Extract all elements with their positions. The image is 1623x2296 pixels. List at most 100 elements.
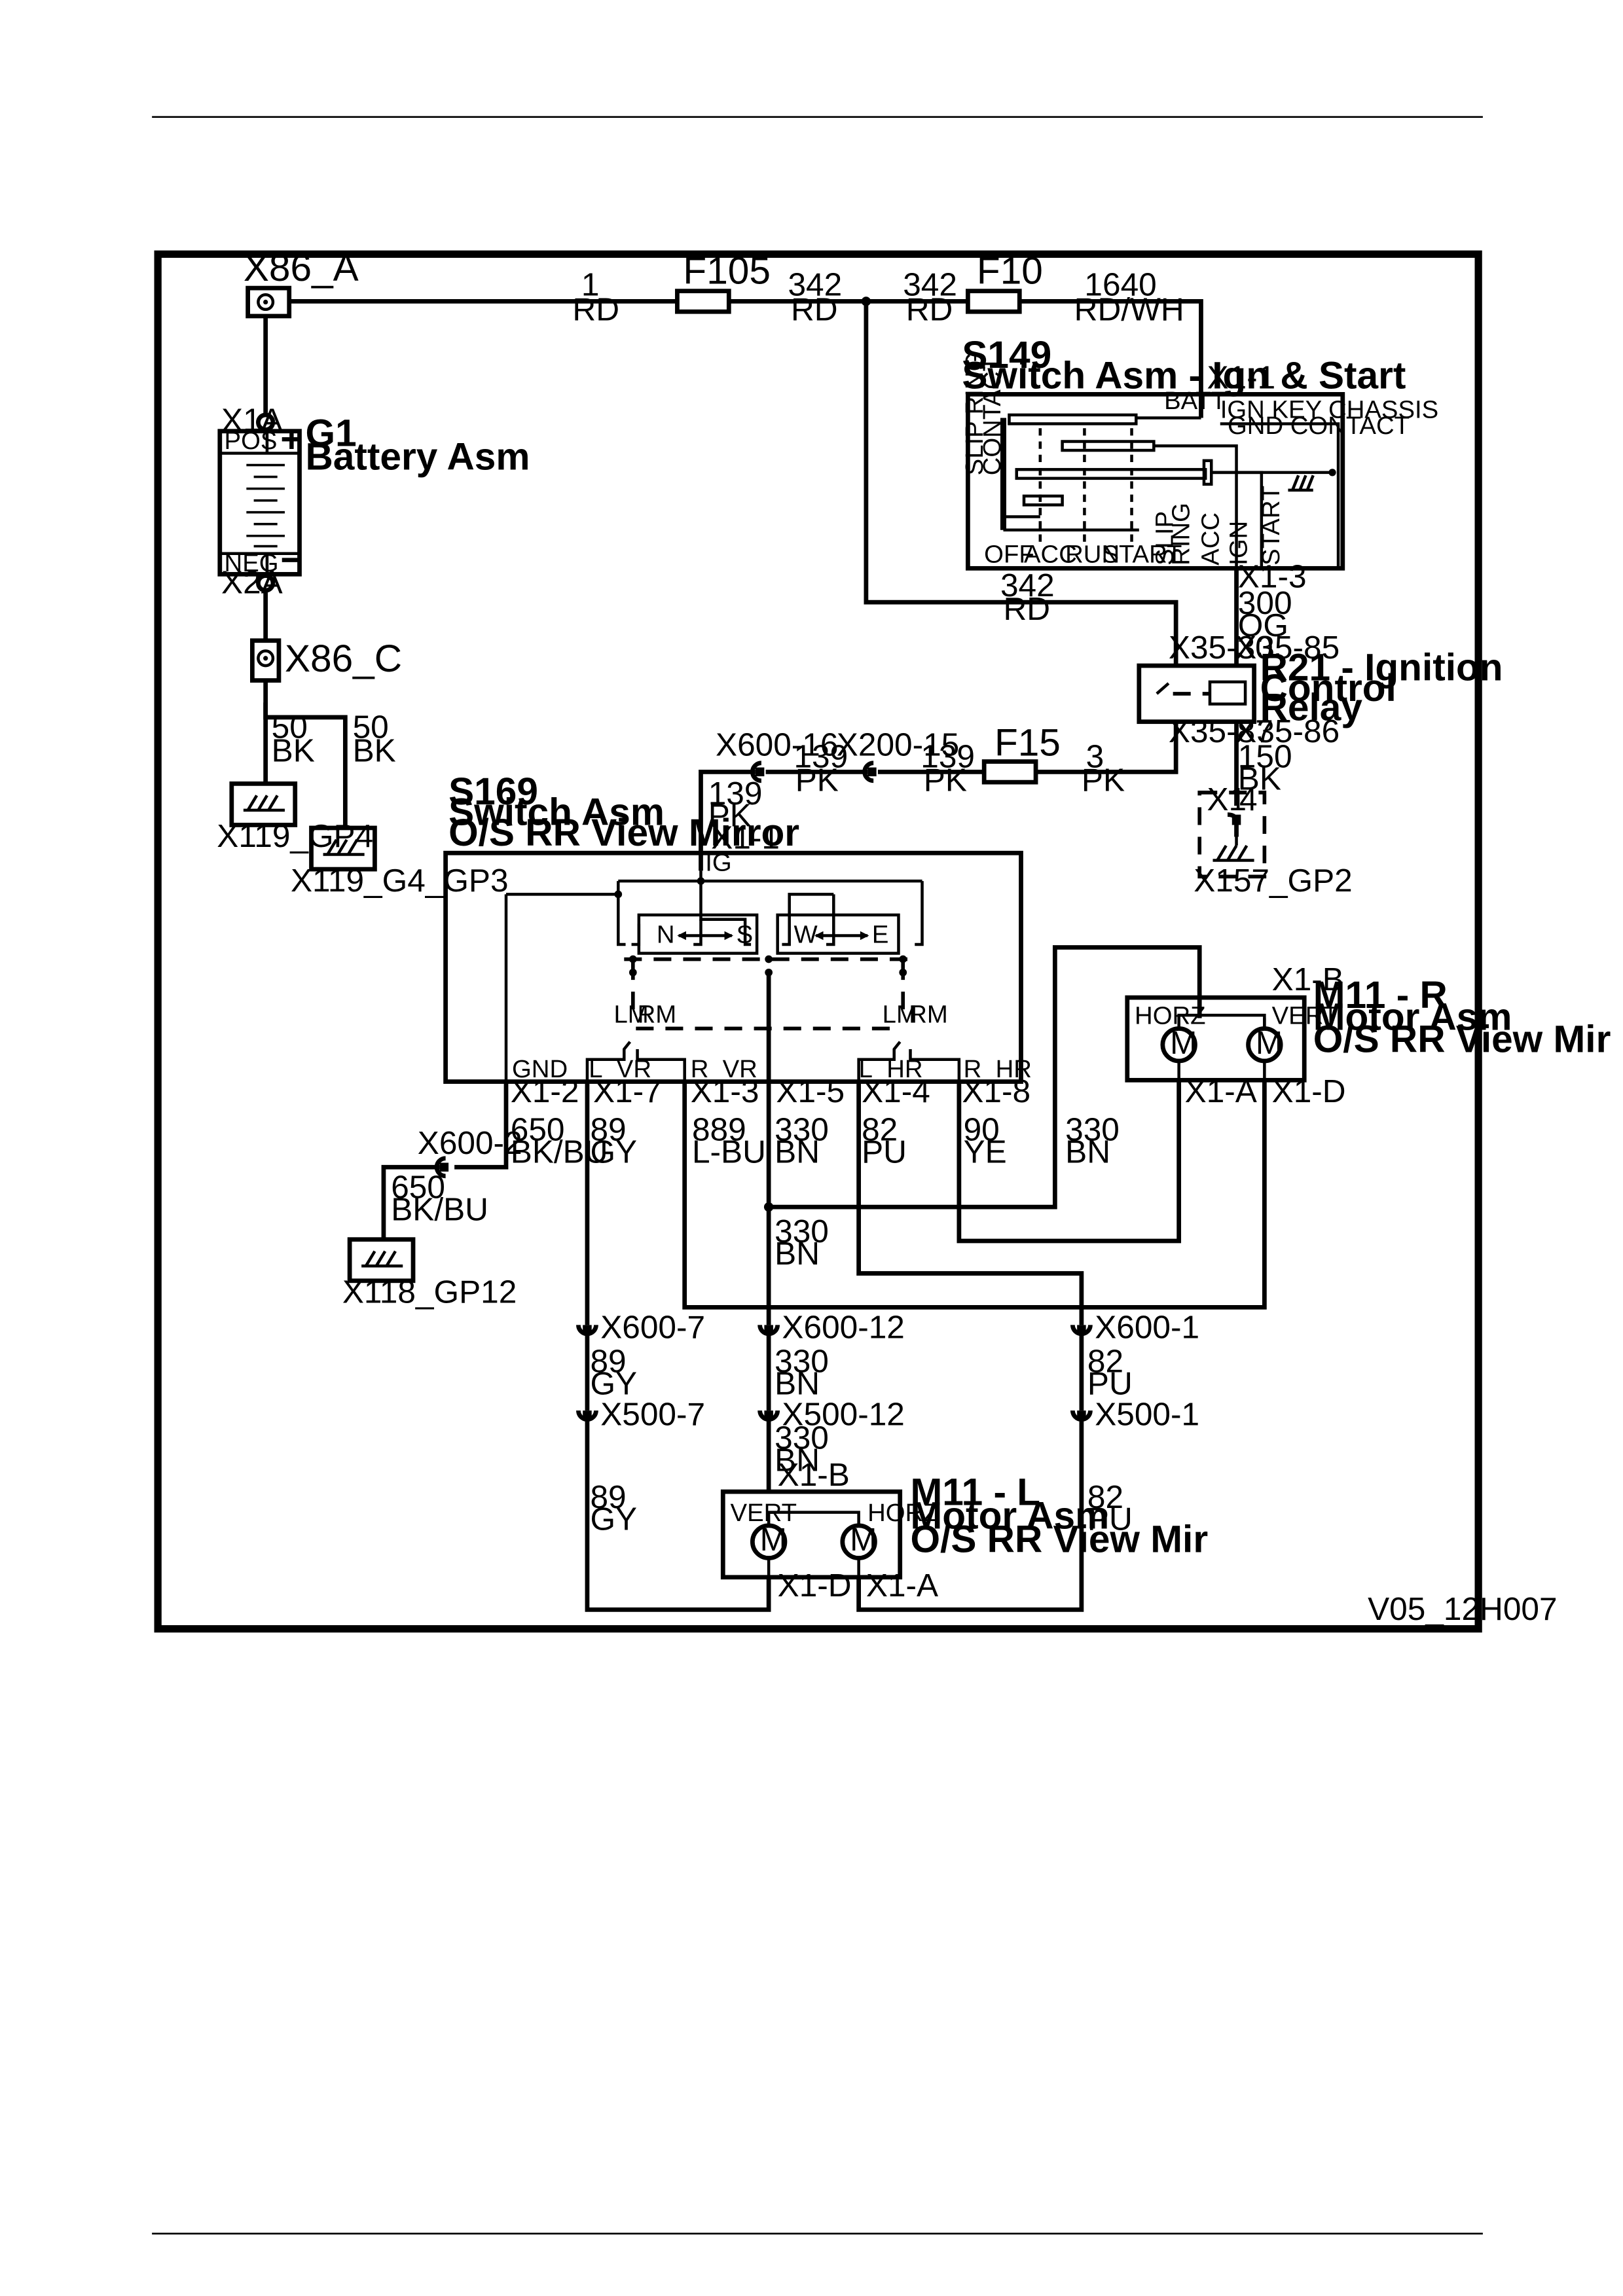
diagram-label: ACC <box>1197 512 1225 565</box>
diagram-label: X1-3 <box>1238 558 1307 595</box>
diagram-label: BATT <box>1164 387 1226 415</box>
diagram-label: RM <box>638 1000 677 1028</box>
diagram-label: M <box>760 1521 787 1558</box>
diagram-label: X600-1 <box>1095 1309 1199 1346</box>
connector-x600-12 <box>757 1325 780 1336</box>
diagram-label: 3 <box>1086 738 1104 775</box>
diagram-label: BN <box>775 1235 820 1272</box>
connector-x500-7 <box>576 1410 598 1422</box>
diagram-label: 82 <box>862 1111 898 1148</box>
diagram-label: RD <box>1003 590 1050 627</box>
diagram-label: POS <box>225 427 278 455</box>
diagram-label: 139 <box>708 775 763 812</box>
diagram-label: SLIP <box>1151 511 1179 565</box>
diagram-label: X500-1 <box>1095 1396 1199 1433</box>
diagram-label: R_VR <box>691 1055 757 1083</box>
diagram-label: RUN <box>1065 540 1120 568</box>
ignition-switch-contacts <box>1000 413 1340 567</box>
diagram-label: PK <box>1082 762 1125 798</box>
diagram-label: X1-D <box>778 1567 852 1604</box>
diagram-label: PU <box>862 1134 907 1170</box>
diagram-label: NEG <box>225 549 279 577</box>
motor-m11-r <box>1125 995 1307 1083</box>
diagram-label: X1-4 <box>862 1073 930 1109</box>
x86c-stud-icon <box>257 649 275 668</box>
ground-x118-gp12-label: X118_GP12 <box>342 1274 517 1310</box>
diagram-label: M <box>850 1521 877 1558</box>
diagram-label: 342 <box>1000 567 1055 603</box>
diagram-label: X1-3 <box>691 1073 759 1109</box>
diagram-label: 889 <box>692 1111 746 1148</box>
fuse-f15-label: F15 <box>994 722 1061 764</box>
diagram-label: 89 <box>590 1479 626 1515</box>
ignition-switch-s149 <box>966 392 1345 571</box>
x86a-label: X86_A <box>244 247 359 289</box>
relay-r21-l2: Control <box>1260 667 1396 709</box>
diagram-label: 330 <box>775 1213 829 1249</box>
diagram-label: X1-8 <box>962 1073 1030 1109</box>
diagram-label: GY <box>590 1501 637 1537</box>
diagram-label: X35-86 <box>1235 713 1340 749</box>
diagram-label: RM <box>909 1000 948 1028</box>
diagram-label: PK <box>708 797 752 834</box>
battery-id: G1 <box>306 412 357 454</box>
fuse-f10 <box>966 289 1022 314</box>
diagram-label: IGN <box>1224 521 1252 565</box>
diagram-label: 330 <box>775 1343 829 1380</box>
diagram-label: 1640 <box>1084 266 1156 302</box>
diagram-label: RD <box>791 291 838 328</box>
ground-x119-gp4-label: X119_GP4 <box>217 817 373 854</box>
diagram-label: START <box>1102 540 1182 568</box>
m11l-l2: Motor Asm <box>910 1494 1109 1537</box>
fuse-f10-label: F10 <box>977 249 1043 292</box>
ground-x119-g4-gp3-label: X119_G4_GP3 <box>291 862 509 899</box>
diagram-label: X1 <box>1207 781 1247 817</box>
diagram-label: GY <box>590 1134 637 1170</box>
diagram-label: 89 <box>590 1343 626 1380</box>
s169-l2: O/S RR View Mirror <box>448 812 799 854</box>
diagram-label: PK <box>795 762 839 798</box>
s169-id: S169 <box>448 770 538 813</box>
diagram-label: 89 <box>590 1111 626 1148</box>
diagram-label: X1-1 <box>1207 359 1275 395</box>
diagram-label: 50 <box>353 708 389 745</box>
diagram-label: PK <box>924 762 967 798</box>
diagram-label: SLIP RING <box>960 352 989 476</box>
diagram-label: OG <box>1238 607 1288 643</box>
diagram-label: PU <box>1087 1365 1133 1401</box>
diagram-label: X1-1 <box>711 819 780 856</box>
diagram-label: GND <box>512 1055 568 1083</box>
diagram-label: 650 <box>511 1111 565 1148</box>
diagram-label: L_HR <box>859 1055 923 1083</box>
diagram-label: IG <box>705 848 731 876</box>
diagram-id: V05_12H007 <box>1368 1590 1557 1627</box>
diagram-label: BK/BU <box>511 1134 608 1170</box>
connector-x600-7 <box>576 1325 598 1336</box>
diagram-label: L_VR <box>589 1055 651 1083</box>
diagram-label: 50 <box>272 708 308 745</box>
diagram-label: 1 <box>581 266 600 302</box>
diagram-label: 90 <box>964 1111 1000 1148</box>
connector-x500-1 <box>1070 1410 1093 1422</box>
diagram-label: L-BU <box>692 1134 766 1170</box>
s149-id: S149 <box>962 334 1051 376</box>
x2a-label: X2A <box>221 564 283 601</box>
fuse-f105-label: F105 <box>683 249 771 292</box>
m11r-l2: Motor Asm <box>1313 996 1512 1039</box>
diagram-label: VERT <box>1272 1002 1338 1030</box>
diagram-label: − <box>280 539 302 581</box>
diagram-label: X600-2 <box>418 1124 522 1161</box>
diagram-label: LM <box>883 1000 917 1028</box>
diagram-label: 342 <box>788 266 842 302</box>
relay-r21 <box>1137 663 1256 725</box>
diagram-label: 300 <box>1238 584 1292 621</box>
diagram-label: LM <box>614 1000 649 1028</box>
diagram-label: BK/BU <box>391 1191 488 1227</box>
ground-x157-gp2-label: X157_GP2 <box>1194 862 1353 899</box>
diagram-label: X1-B <box>778 1456 850 1493</box>
relay-coil-icon <box>1208 680 1247 706</box>
ground-x157-gp2-box <box>1197 791 1267 879</box>
diagram-label: 139 <box>921 738 975 775</box>
m11l-l3: O/S RR View Mir <box>910 1518 1208 1560</box>
relay-r21-l3: Relay <box>1260 686 1363 728</box>
